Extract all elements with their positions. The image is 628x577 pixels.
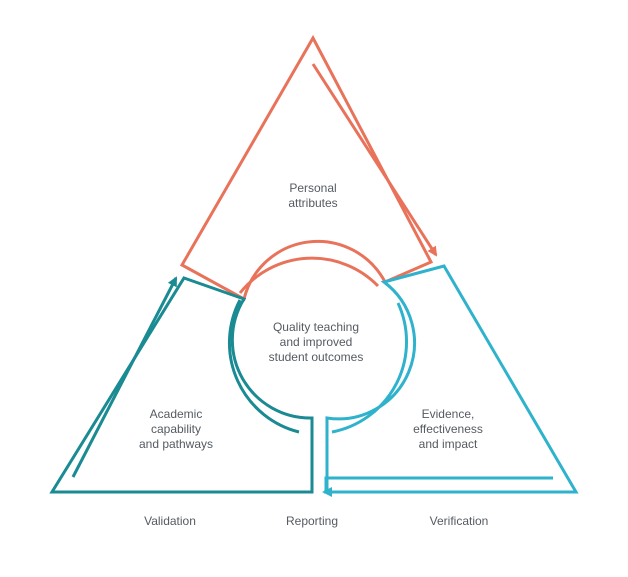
evidence-arrow (324, 476, 553, 492)
inner-arc-teal (227, 299, 300, 434)
personal-attributes-outline (179, 34, 434, 302)
personal-attributes-label: Personal attributes (288, 181, 338, 210)
academic-capability-section (49, 276, 314, 494)
academic-capability-outline (49, 276, 314, 494)
reporting-label: Reporting (285, 514, 339, 528)
academic-capability-arrow (71, 276, 178, 478)
evidence-outline (325, 264, 579, 494)
verification-label: Verification (429, 514, 489, 528)
evidence-label: Evidence, effectiveness and impact (413, 407, 483, 451)
personal-attributes-arrow (311, 63, 438, 257)
inner-arc-orange (238, 256, 380, 294)
validation-label: Validation (144, 514, 196, 528)
academic-capability-label: Academic capability and pathways (138, 407, 214, 451)
inner-arc-cyan (331, 302, 409, 434)
personal-attributes-section (179, 34, 438, 302)
evidence-section (322, 264, 579, 497)
center-label: Quality teaching and improved student ou… (268, 320, 364, 364)
